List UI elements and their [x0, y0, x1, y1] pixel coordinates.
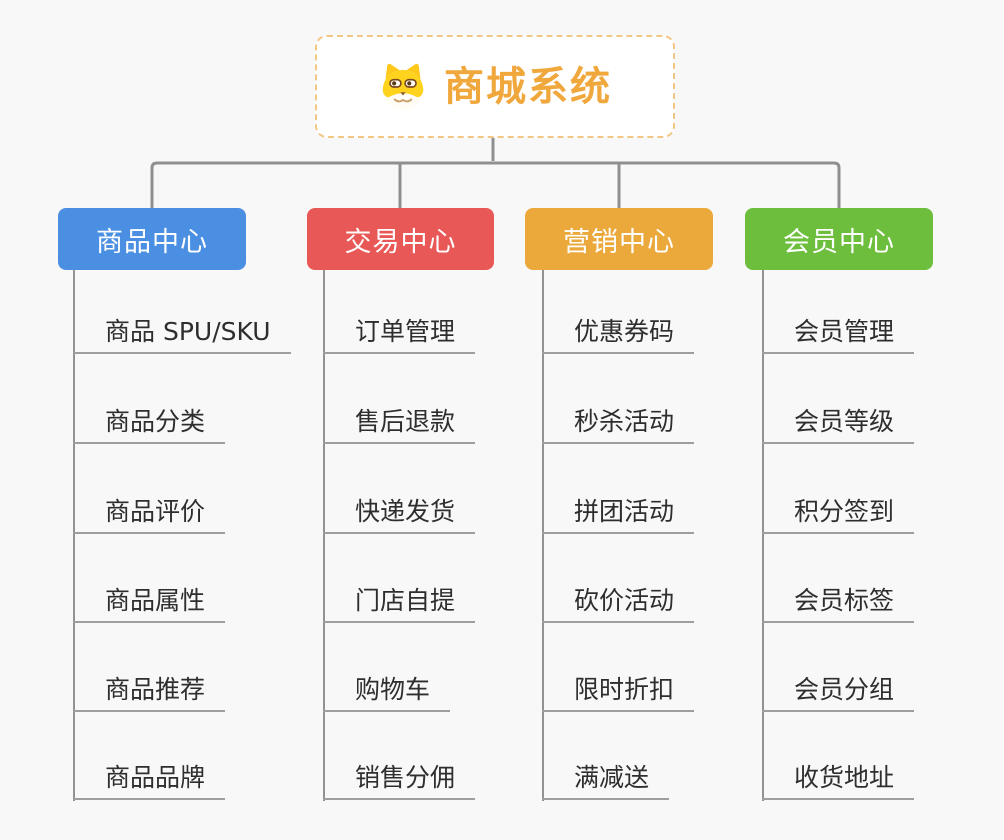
branch-children-marketing-center: 优惠券码 秒杀活动 拼团活动 砍价活动 限时折扣 满减送: [542, 268, 782, 813]
root-node-title: 商城系统: [444, 63, 612, 110]
branch-spine-line: [762, 270, 764, 801]
leaf-node[interactable]: 砍价活动: [542, 579, 695, 623]
branch-node-trade-center[interactable]: 交易中心: [307, 208, 494, 270]
leaf-node[interactable]: 商品 SPU/SKU: [73, 310, 291, 354]
branch-children-trade-center: 订单管理 售后退款 快递发货 门店自提 购物车 销售分佣: [323, 268, 563, 813]
leaf-node[interactable]: 会员分组: [762, 668, 915, 712]
leaf-node[interactable]: 秒杀活动: [542, 400, 695, 444]
branch-children-product-center: 商品 SPU/SKU 商品分类 商品评价 商品属性 商品推荐 商品品牌: [73, 268, 313, 813]
branch-node-marketing-center[interactable]: 营销中心: [525, 208, 713, 270]
leaf-node[interactable]: 订单管理: [323, 310, 476, 354]
leaf-node[interactable]: 购物车: [323, 668, 451, 712]
leaf-node[interactable]: 商品评价: [73, 490, 226, 534]
leaf-node[interactable]: 会员标签: [762, 579, 915, 623]
dog-face-icon: [382, 63, 424, 110]
leaf-node[interactable]: 商品分类: [73, 400, 226, 444]
root-node-mall-system[interactable]: 商城系统: [315, 35, 675, 138]
leaf-node[interactable]: 销售分佣: [323, 756, 476, 800]
leaf-node[interactable]: 会员等级: [762, 400, 915, 444]
leaf-node[interactable]: 收货地址: [762, 756, 915, 800]
leaf-node[interactable]: 限时折扣: [542, 668, 695, 712]
leaf-node[interactable]: 积分签到: [762, 490, 915, 534]
leaf-node[interactable]: 商品推荐: [73, 668, 226, 712]
leaf-node[interactable]: 快递发货: [323, 490, 476, 534]
leaf-node[interactable]: 优惠券码: [542, 310, 695, 354]
branch-spine-line: [73, 270, 75, 801]
branch-children-member-center: 会员管理 会员等级 积分签到 会员标签 会员分组 收货地址: [762, 268, 1002, 813]
leaf-node[interactable]: 商品品牌: [73, 756, 226, 800]
leaf-node[interactable]: 满减送: [542, 756, 670, 800]
branch-node-product-center[interactable]: 商品中心: [58, 208, 246, 270]
leaf-node[interactable]: 拼团活动: [542, 490, 695, 534]
branch-node-member-center[interactable]: 会员中心: [745, 208, 933, 270]
leaf-node[interactable]: 门店自提: [323, 579, 476, 623]
branch-spine-line: [323, 270, 325, 801]
leaf-node[interactable]: 售后退款: [323, 400, 476, 444]
leaf-node[interactable]: 会员管理: [762, 310, 915, 354]
leaf-node[interactable]: 商品属性: [73, 579, 226, 623]
branch-spine-line: [542, 270, 544, 801]
